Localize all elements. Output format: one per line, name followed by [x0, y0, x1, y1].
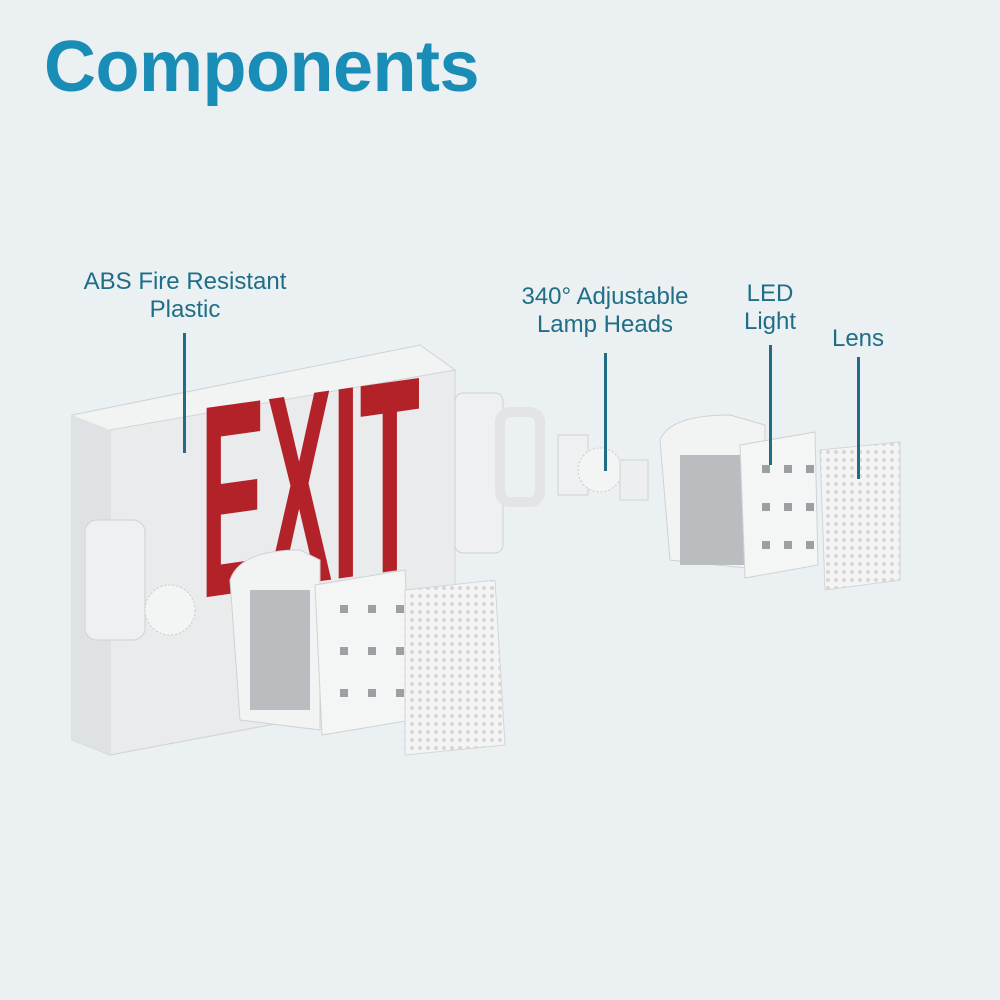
led-chip — [368, 689, 376, 697]
led-board-left — [314, 569, 413, 736]
leader-line-abs — [183, 333, 186, 453]
led-chip — [340, 689, 348, 697]
led-chip — [762, 541, 770, 549]
leader-line-lens — [857, 357, 860, 479]
swivel-joint — [557, 434, 649, 501]
led-chip — [368, 605, 376, 613]
lamp-bracket-right — [454, 392, 545, 554]
led-chip — [762, 503, 770, 511]
label-lamp-heads: 340° Adjustable Lamp Heads — [521, 283, 689, 338]
label-led-light: LED Light — [743, 280, 797, 335]
exit-sign-housing — [71, 344, 456, 756]
led-chip — [396, 605, 404, 613]
lens-left — [404, 579, 506, 756]
led-chip — [368, 647, 376, 655]
led-board-right — [739, 431, 819, 579]
led-chip — [396, 689, 404, 697]
led-chip — [340, 605, 348, 613]
led-chip — [806, 541, 814, 549]
led-chip — [784, 503, 792, 511]
led-chip — [806, 465, 814, 473]
led-chip — [784, 465, 792, 473]
led-chip — [340, 647, 348, 655]
leader-line-lamp-heads — [604, 353, 607, 471]
lens-right — [819, 441, 901, 591]
exit-sign-text: EXIT — [200, 319, 420, 657]
page-title: Components — [44, 27, 479, 107]
led-chip — [806, 503, 814, 511]
leader-line-led — [769, 345, 772, 465]
led-chip — [396, 647, 404, 655]
led-chip — [762, 465, 770, 473]
lamp-head-left — [84, 519, 321, 731]
led-chip — [784, 541, 792, 549]
label-abs-plastic: ABS Fire Resistant Plastic — [83, 268, 287, 323]
label-lens: Lens — [831, 325, 885, 352]
lamp-head-right — [659, 414, 766, 571]
